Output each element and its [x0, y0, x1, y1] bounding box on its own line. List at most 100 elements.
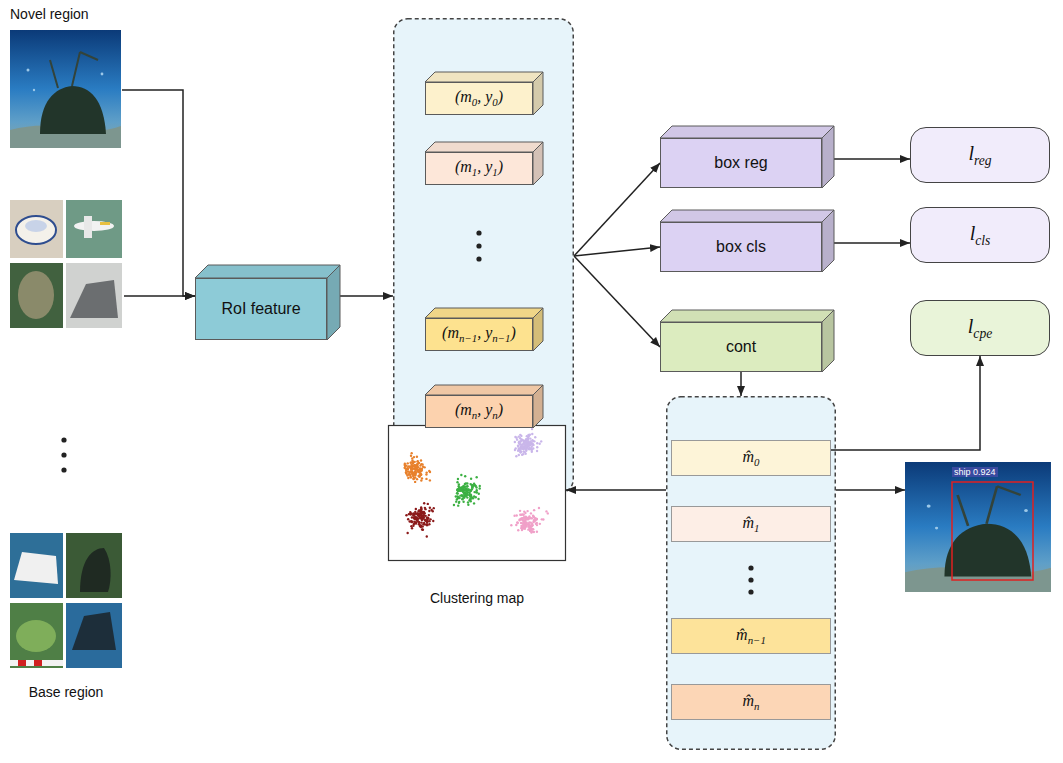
cluster-point	[518, 519, 520, 521]
cluster-point	[521, 517, 523, 519]
cluster-point	[530, 527, 532, 529]
arrow-connector	[740, 372, 742, 396]
cluster-point	[536, 446, 538, 448]
cluster-point	[475, 491, 477, 493]
cluster-point	[419, 513, 421, 515]
embedding-group: m̂0m̂1m̂n−1m̂n	[666, 396, 836, 750]
cluster-point	[418, 475, 420, 477]
cluster-point	[428, 470, 430, 472]
cluster-point	[432, 510, 434, 512]
cluster-point	[536, 518, 538, 520]
arrow-connector	[834, 158, 910, 160]
cluster-point	[525, 515, 527, 517]
cube-faces	[196, 279, 197, 280]
cluster-point	[530, 528, 532, 530]
cluster-point	[422, 515, 424, 517]
node-label: RoI feature	[221, 300, 300, 318]
arrow-connector	[574, 247, 660, 256]
cluster-point	[422, 528, 424, 530]
symbol: , y	[477, 88, 492, 105]
cluster-point	[478, 487, 480, 489]
arrow-connector	[340, 295, 393, 297]
cluster-point	[534, 436, 536, 438]
cluster-point	[521, 439, 523, 441]
cluster-point	[410, 468, 412, 470]
cluster-point	[419, 469, 421, 471]
cluster-point	[428, 510, 430, 512]
arrow-connector	[566, 489, 666, 491]
cluster-point	[538, 507, 540, 509]
head-block: cont	[660, 322, 822, 372]
cluster-point	[467, 489, 469, 491]
cluster-point	[531, 524, 533, 526]
cluster-point	[410, 520, 412, 522]
math-label: lreg	[968, 142, 991, 168]
cluster-point	[421, 477, 423, 479]
novel-image	[10, 30, 121, 148]
cluster-point	[518, 454, 520, 456]
cluster-point	[462, 487, 464, 489]
cluster-point	[427, 517, 429, 519]
cluster-point	[414, 516, 416, 518]
math-label: m̂n−1	[736, 626, 766, 646]
feature-cube: (m0, y0)	[425, 82, 533, 115]
cluster-point	[409, 461, 411, 463]
cluster-point	[416, 456, 418, 458]
cluster-point	[427, 520, 429, 522]
cluster-point	[420, 473, 422, 475]
cube-top	[425, 142, 543, 152]
cluster-point	[524, 522, 526, 524]
cluster-point	[405, 471, 407, 473]
cluster-point	[528, 447, 530, 449]
math-label: lcls	[970, 222, 991, 248]
cluster-point	[536, 442, 538, 444]
cluster-point	[478, 493, 480, 495]
cluster-point	[475, 485, 477, 487]
cube-top	[195, 265, 340, 278]
cluster-point	[417, 460, 419, 462]
cube-top	[425, 308, 543, 318]
loss-box: lcls	[910, 207, 1050, 263]
arrow-connector	[122, 90, 195, 296]
symbol: l	[968, 315, 974, 337]
cluster-point	[433, 507, 435, 509]
cluster-point	[522, 522, 524, 524]
cluster-point	[533, 520, 535, 522]
cluster-point	[408, 466, 410, 468]
cluster-point	[415, 508, 417, 510]
arrow-connector	[574, 256, 660, 347]
embedding-box: m̂0	[671, 440, 831, 476]
base-images	[10, 200, 122, 668]
cluster-point	[407, 477, 409, 479]
cluster-point	[510, 524, 512, 526]
node-label: box reg	[714, 154, 767, 172]
cluster-point	[420, 524, 422, 526]
cluster-point	[411, 527, 413, 529]
cluster-point	[415, 516, 417, 518]
cluster-point	[416, 460, 418, 462]
cluster-point	[536, 522, 538, 524]
result-image	[905, 462, 1051, 592]
cluster-point	[427, 503, 429, 505]
cluster-point	[413, 477, 415, 479]
cluster-point	[531, 524, 533, 526]
cluster-point	[410, 521, 412, 523]
cluster-point	[429, 479, 431, 481]
cluster-point	[419, 512, 421, 514]
cluster-point	[532, 515, 534, 517]
cluster-point	[525, 441, 527, 443]
subscript: 0	[754, 456, 759, 468]
cluster-point	[424, 519, 426, 521]
cluster-panel: Clustering map	[388, 425, 566, 610]
cluster-point	[425, 471, 427, 473]
cluster-point	[545, 510, 547, 512]
cluster-point	[411, 521, 413, 523]
cluster-point	[533, 440, 535, 442]
cluster-point	[413, 514, 415, 516]
cluster-point	[467, 488, 469, 490]
head-block: box cls	[660, 222, 822, 272]
cluster-point	[517, 529, 519, 531]
cluster-point	[410, 452, 412, 454]
cluster-point	[527, 518, 529, 520]
cluster-point	[411, 468, 413, 470]
